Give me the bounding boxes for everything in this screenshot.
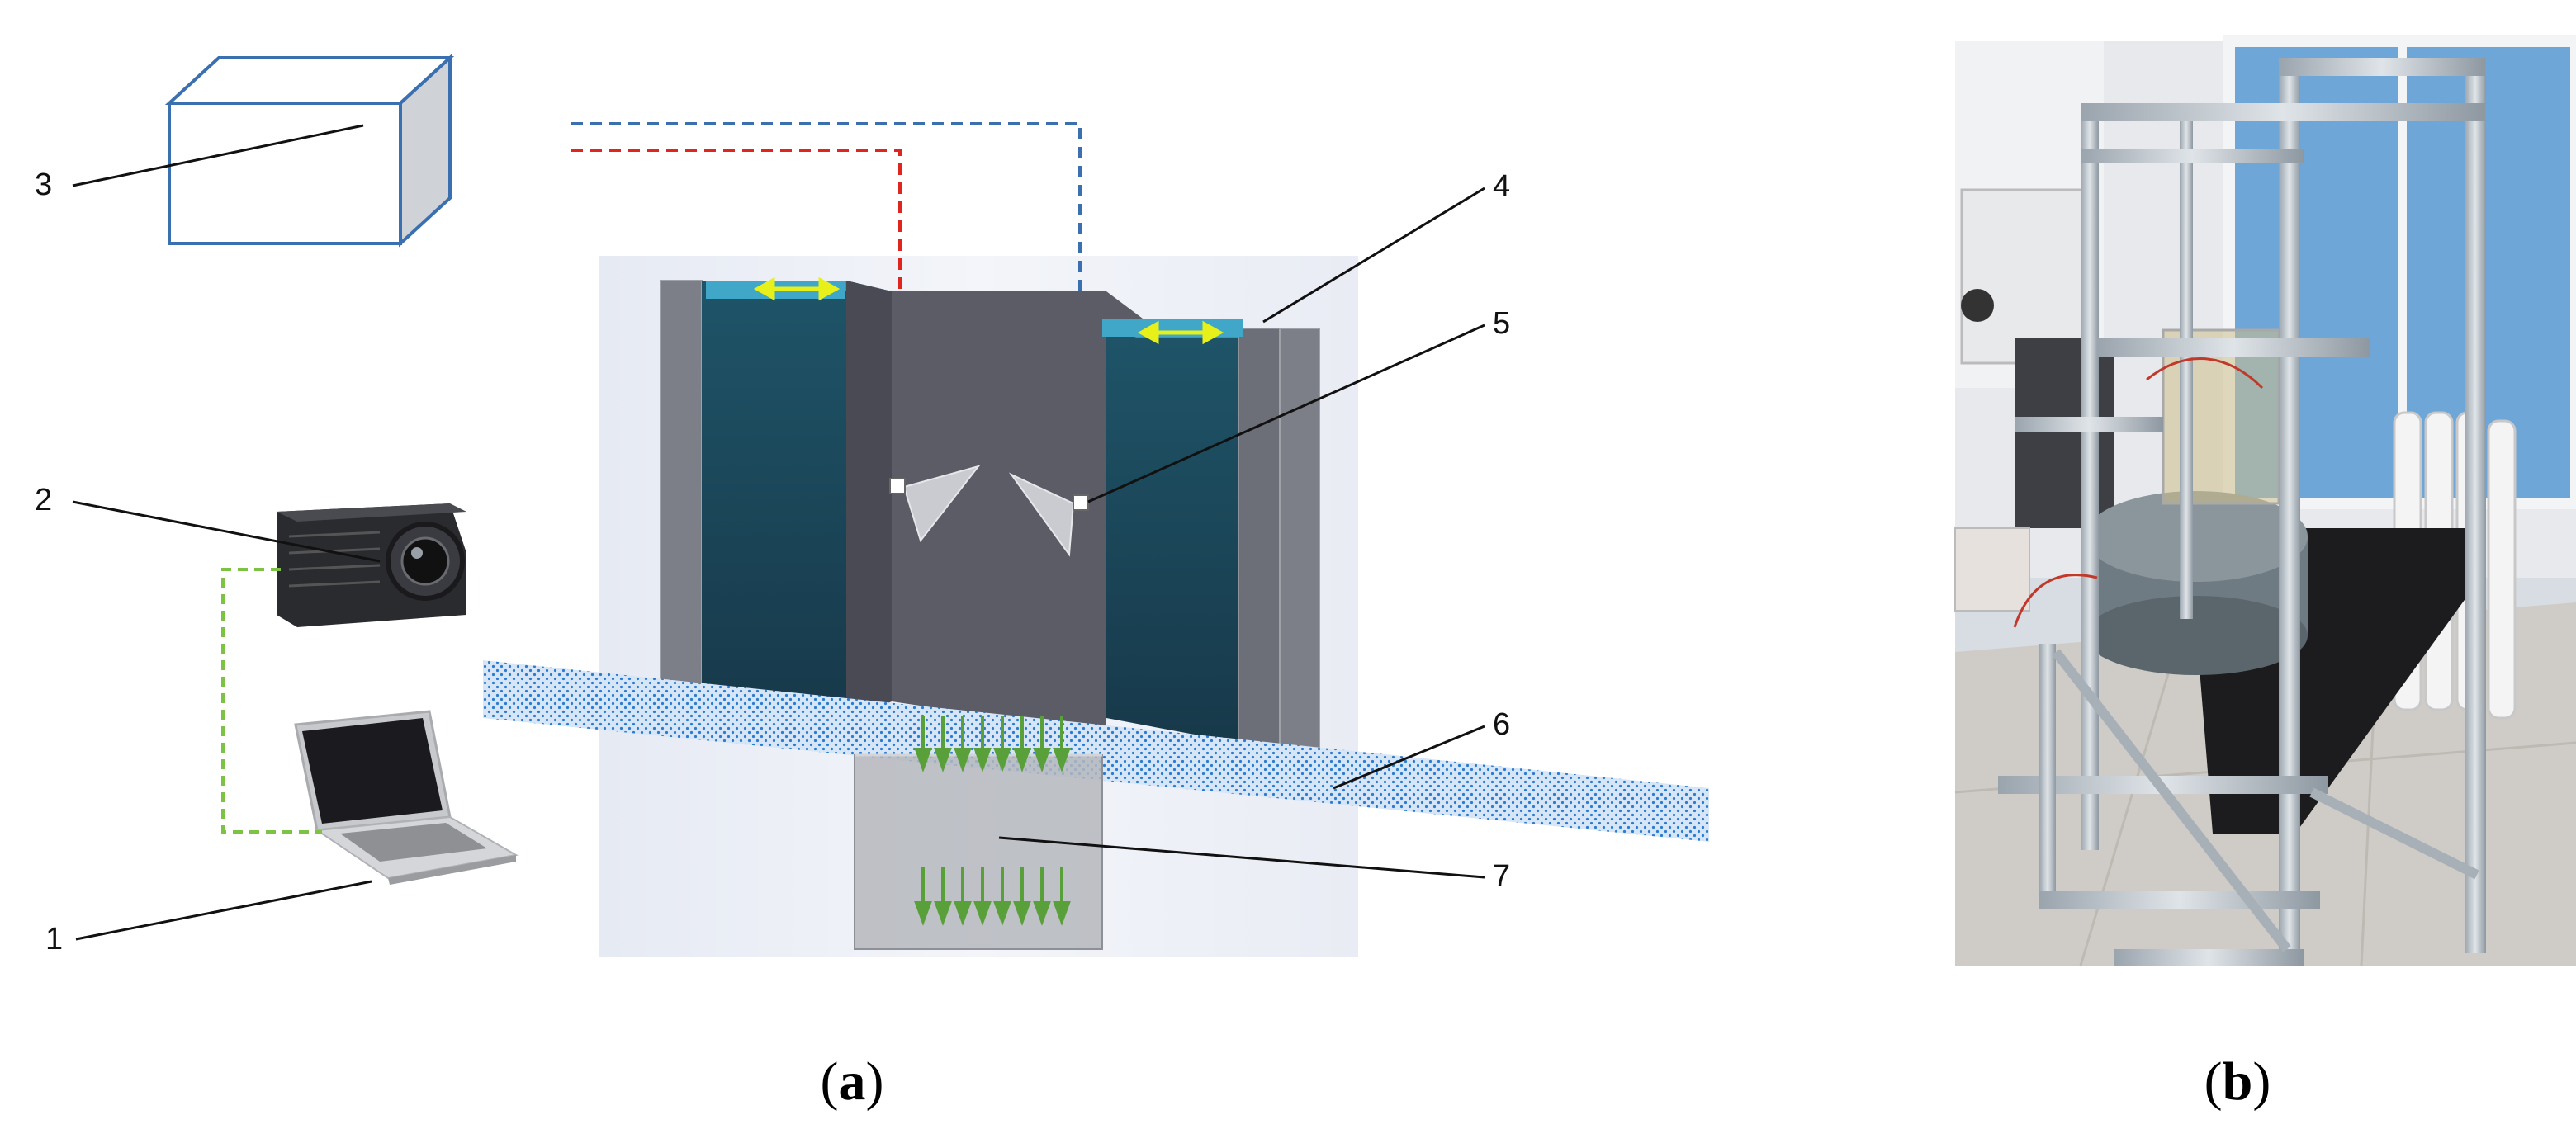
callout-7: 7 — [1493, 859, 1510, 894]
apparatus-photo — [1954, 35, 2576, 966]
panel-b: (b) — [1954, 35, 2576, 1112]
callout-labels: 1 2 3 4 5 6 7 — [35, 168, 1510, 957]
callout-1: 1 — [45, 922, 63, 957]
caption-a: (a) — [821, 1051, 884, 1112]
panel-a: 1 2 3 4 5 6 7 (a) — [35, 54, 1709, 1112]
adjustment-arrow-left-icon — [753, 276, 841, 301]
seed-flow-arrows-upper — [914, 716, 1071, 772]
seed-flow-arrows-lower — [914, 867, 1071, 926]
callout-5: 5 — [1493, 306, 1510, 341]
high-speed-camera-icon — [277, 503, 466, 627]
callout-4: 4 — [1493, 169, 1510, 204]
data-cable — [221, 568, 322, 834]
caption-b: (b) — [2204, 1051, 2271, 1112]
conveyor-belt — [483, 660, 1709, 842]
collection-box — [854, 753, 1103, 950]
laser-box-icon — [164, 54, 455, 248]
callout-2: 2 — [35, 483, 52, 517]
leader-lines — [72, 124, 1485, 941]
callout-3: 3 — [35, 168, 52, 202]
callout-6: 6 — [1493, 707, 1510, 742]
water-tank — [660, 280, 1320, 768]
laser-light-path — [571, 149, 902, 479]
laptop-icon — [294, 710, 519, 885]
adjustment-arrow-right-icon — [1137, 320, 1224, 345]
deflector-plates — [889, 465, 1089, 557]
